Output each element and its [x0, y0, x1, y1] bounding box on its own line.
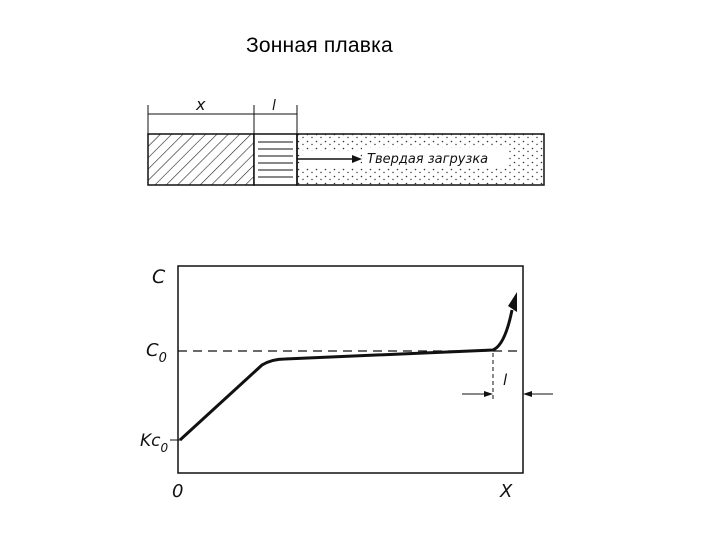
- kc0-subscript: 0: [161, 441, 169, 455]
- kc0-label: Kc0: [140, 431, 169, 455]
- zone-arrow-left-head: [484, 391, 493, 397]
- dim-x-label: x: [195, 95, 206, 114]
- ingot-diagram: x l Твердая загрузка: [147, 95, 545, 186]
- origin-label: 0: [172, 481, 183, 502]
- dim-l-label: l: [272, 98, 276, 114]
- charge-label: Твердая загрузка: [367, 152, 488, 167]
- graph-frame: [177, 265, 524, 474]
- x-axis-label: X: [499, 481, 513, 502]
- zone-direction-arrow: [297, 151, 362, 167]
- zone-label: l: [503, 371, 508, 389]
- curve-arrowhead: [508, 292, 517, 312]
- slide-title: Зонная плавка: [246, 34, 393, 57]
- zone-arrow-right-head: [523, 391, 532, 397]
- c0-subscript: 0: [159, 351, 167, 366]
- molten-zone-lines: [258, 141, 293, 178]
- solidified-section: [147, 133, 255, 186]
- c0-label: C0: [146, 340, 167, 366]
- charge-label-bg: [362, 148, 508, 168]
- concentration-graph: l C C0 Kc0 0 X: [140, 265, 553, 502]
- y-axis-label: C: [152, 266, 166, 288]
- concentration-curve: [178, 309, 514, 442]
